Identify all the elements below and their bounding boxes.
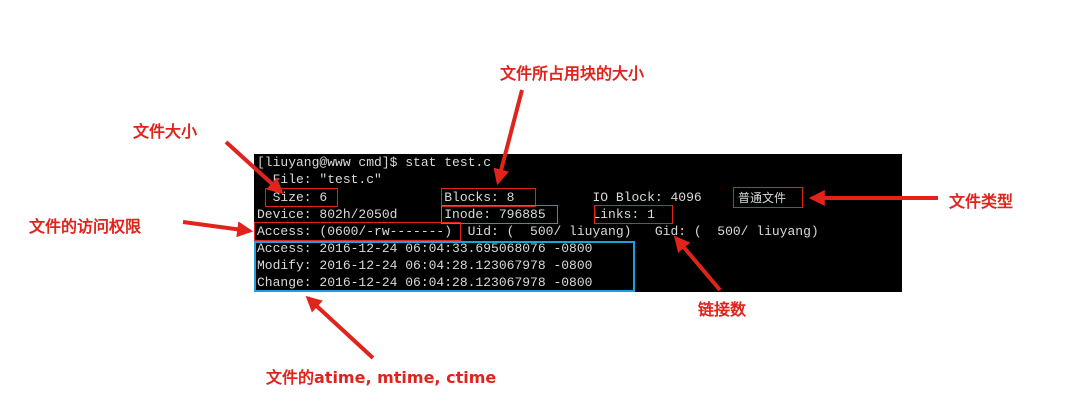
times-callout-label: 文件的atime, mtime, ctime [266,368,497,387]
access-callout-label: 文件的访问权限 [29,217,142,236]
terminal-modify-time-line: Modify: 2016-12-24 06:04:28.123067978 -0… [257,258,593,273]
file-type-highlight-box [733,187,803,208]
links-highlight-box [594,205,673,224]
size-highlight-box [265,188,338,207]
size-callout-label: 文件大小 [133,122,198,141]
terminal-window[interactable] [254,154,902,292]
terminal-access-perm-line: Access: (0600/-rw-------) Uid: ( 500/ li… [257,224,819,239]
blocks-arrow [493,89,524,186]
terminal-access-time-line: Access: 2016-12-24 06:04:33.695068076 -0… [257,241,593,256]
size-arrow [224,140,284,195]
blocks-highlight-box [441,188,536,207]
links-callout-label: 链接数 [698,300,747,319]
terminal-device-line: Device: 802h/2050d Inode: 796885 Links: … [257,207,655,222]
times-highlight-box [254,241,635,292]
access-perm-highlight-box [254,222,461,241]
inode-highlight-box [441,205,558,224]
file-type-chip: 普通文件 [738,191,787,205]
terminal-prompt-line: [liuyang@www cmd]$ stat test.c [257,155,492,170]
access-arrow [182,220,254,238]
times-arrow [305,295,375,360]
file-type-callout-label: 文件类型 [949,192,1014,211]
links-arrow [673,235,722,292]
blocks-callout-label: 文件所占用块的大小 [500,64,645,83]
terminal-change-time-line: Change: 2016-12-24 06:04:28.123067978 -0… [257,275,593,290]
